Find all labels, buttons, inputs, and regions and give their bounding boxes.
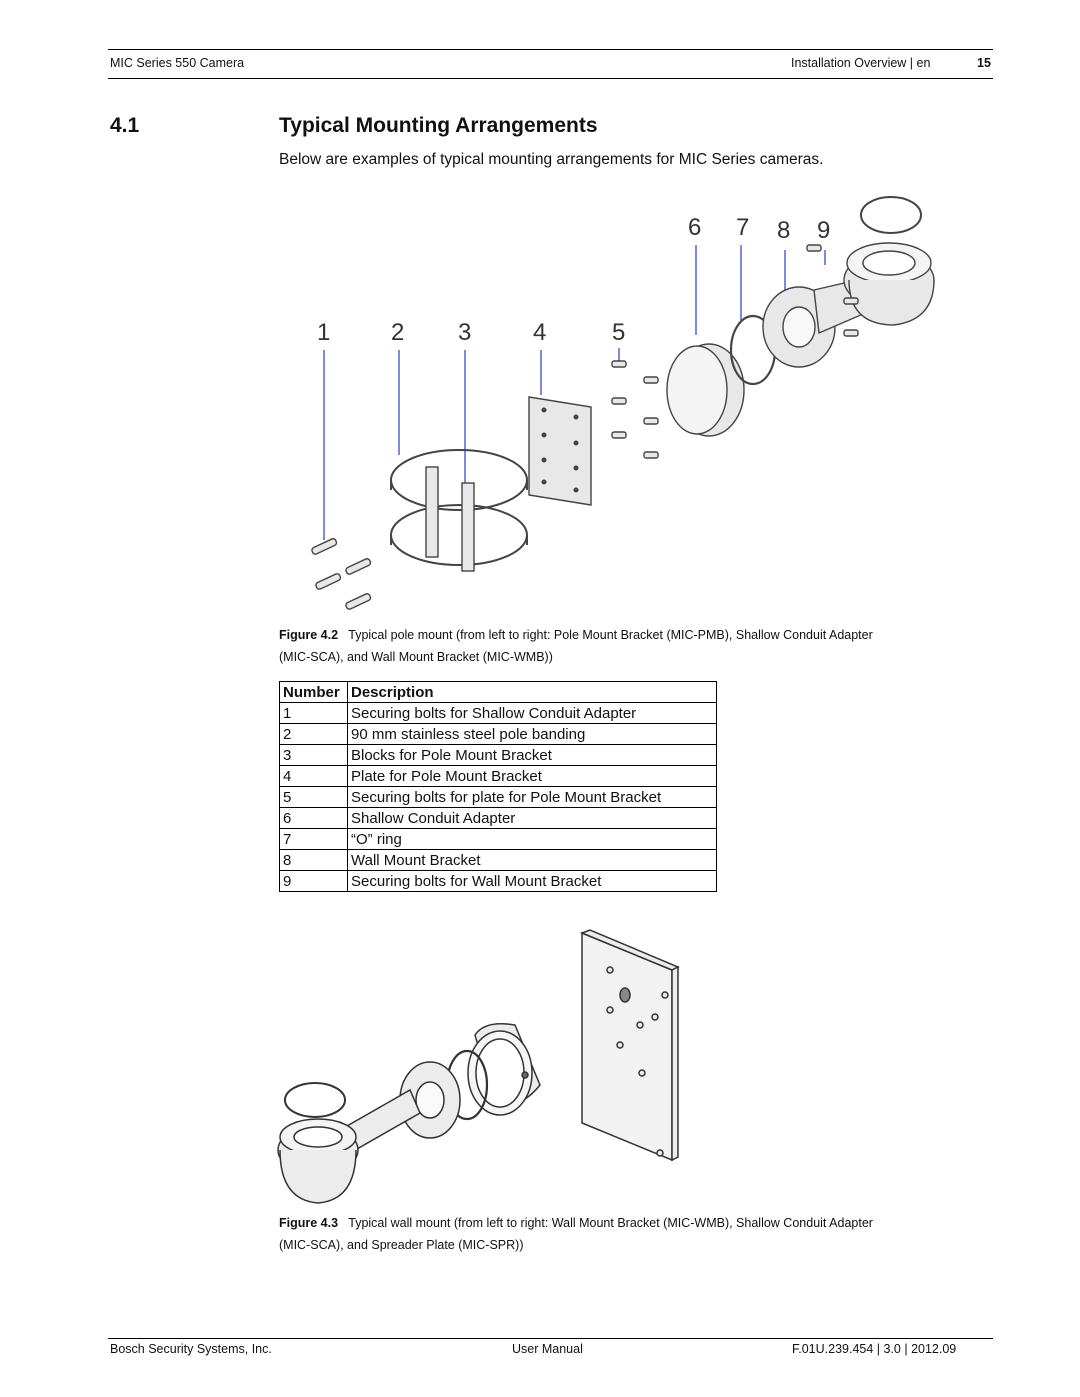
plate-bolts: [611, 360, 659, 459]
pole-mount-blocks: [425, 466, 475, 572]
header-section-label: Installation Overview | en: [791, 56, 931, 70]
row-description: Securing bolts for plate for Pole Mount …: [347, 786, 717, 808]
row-number: 4: [279, 765, 348, 787]
column-header-number: Number: [279, 681, 348, 703]
plate-holes: [541, 407, 579, 493]
row-description: Securing bolts for Shallow Conduit Adapt…: [347, 702, 717, 724]
row-description: Wall Mount Bracket: [347, 849, 717, 871]
callout-9: 9: [817, 217, 830, 244]
wall-mount-top-o-ring: [284, 1082, 346, 1118]
row-description: 90 mm stainless steel pole banding: [347, 723, 717, 745]
header-bottom-rule: [108, 78, 993, 79]
figure-4-3-label: Figure 4.3: [279, 1216, 339, 1230]
header-top-rule: [108, 49, 993, 50]
callout-2: 2: [391, 319, 404, 346]
wall-mount-figure: [277, 929, 680, 1204]
row-number: 8: [279, 849, 348, 871]
figure-4-3-caption: Figure 4.3 Typical wall mount (from left…: [279, 1212, 994, 1256]
callout-1: 1: [317, 319, 330, 346]
pole-mount-plate: [528, 396, 592, 506]
table-row: 7“O” ring: [279, 828, 717, 850]
pole-mount-figure: 1 2 3 4 5 6 7 8 9: [311, 196, 935, 610]
row-description: Blocks for Pole Mount Bracket: [347, 744, 717, 766]
callout-7: 7: [736, 214, 749, 241]
header-page-number: 15: [977, 56, 991, 70]
table-header-row: Number Description: [279, 681, 717, 703]
footer-company: Bosch Security Systems, Inc.: [110, 1342, 272, 1356]
header-product: MIC Series 550 Camera: [110, 56, 245, 70]
footer-doc-id: F.01U.239.454 | 3.0 | 2012.09: [792, 1342, 957, 1356]
row-description: Shallow Conduit Adapter: [347, 807, 717, 829]
row-number: 9: [279, 870, 348, 892]
row-number: 6: [279, 807, 348, 829]
wall-mount-bracket-arm: [277, 1061, 461, 1204]
pole-banding: [390, 449, 528, 566]
row-number: 7: [279, 828, 348, 850]
figure-4-2-label: Figure 4.2: [279, 628, 339, 642]
section-title: Typical Mounting Arrangements: [279, 114, 598, 137]
figure-4-3-caption-line1: Typical wall mount (from left to right: …: [348, 1216, 873, 1230]
row-description: Securing bolts for Wall Mount Bracket: [347, 870, 717, 892]
footer-rule: [108, 1338, 993, 1339]
section-intro: Below are examples of typical mounting a…: [279, 151, 824, 168]
figure-4-2-caption: Figure 4.2 Typical pole mount (from left…: [279, 624, 994, 668]
callout-3: 3: [458, 319, 471, 346]
figure-4-2-caption-line1: Typical pole mount (from left to right: …: [348, 628, 873, 642]
callout-4: 4: [533, 319, 546, 346]
row-description: Plate for Pole Mount Bracket: [347, 765, 717, 787]
column-header-description: Description: [347, 681, 717, 703]
row-number: 2: [279, 723, 348, 745]
callout-5: 5: [612, 319, 625, 346]
row-number: 1: [279, 702, 348, 724]
spreader-plate: [579, 929, 680, 1162]
callout-6: 6: [688, 214, 701, 241]
footer-doc-type: User Manual: [512, 1342, 583, 1356]
section-number: 4.1: [110, 114, 140, 137]
conduit-adapter-bolts: [311, 538, 372, 610]
row-number: 3: [279, 744, 348, 766]
wall-bracket-bolts: [806, 244, 859, 337]
wall-mount-bracket: [762, 242, 935, 368]
shallow-conduit-adapter: [666, 343, 745, 437]
callout-8: 8: [777, 217, 790, 244]
figure-4-2-caption-line2: (MIC-SCA), and Wall Mount Bracket (MIC-W…: [279, 650, 553, 664]
top-o-ring: [860, 196, 922, 234]
row-description: “O” ring: [347, 828, 717, 850]
wall-mount-conduit-adapter: [467, 1023, 541, 1116]
figure-4-3-caption-line2: (MIC-SCA), and Spreader Plate (MIC-SPR)): [279, 1238, 524, 1252]
row-number: 5: [279, 786, 348, 808]
